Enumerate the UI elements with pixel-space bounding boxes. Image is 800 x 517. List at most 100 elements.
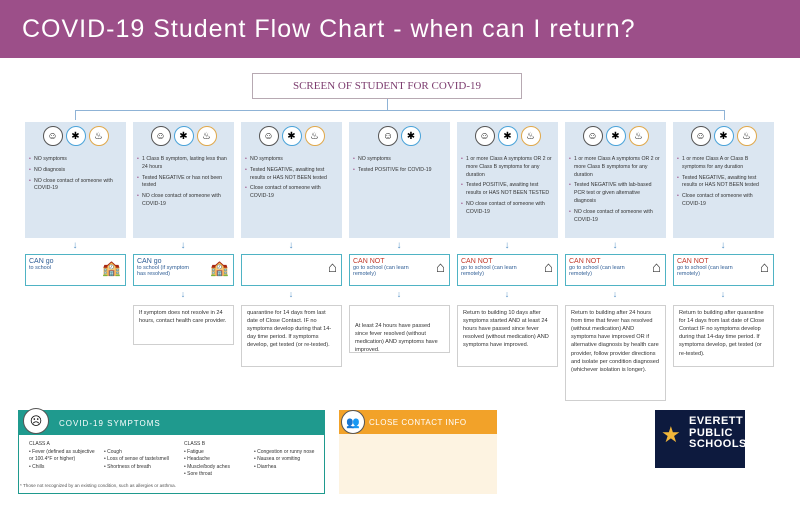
decision-main: CAN go <box>29 258 54 265</box>
people-icon: 👥 <box>341 410 365 434</box>
symptom-item: • Shortness of breath <box>104 463 151 470</box>
result-box-2: If symptom does not resolve in 24 hours,… <box>133 305 234 345</box>
arrow-down-icon: ↓ <box>288 289 294 299</box>
scenario-box-5: ☺ ✱ ♨ 1 or more Class A symptoms OR 2 or… <box>457 122 558 238</box>
scenario-box-1: ☺ ✱ ♨ NO symptoms NO diagnosis NO close … <box>25 122 126 238</box>
symptoms-note: * Those not recognized by an existing co… <box>20 483 176 488</box>
logo-line: PUBLIC <box>689 426 733 439</box>
decision-main: CAN go <box>137 258 162 265</box>
arrow-down-icon: ↓ <box>72 240 78 251</box>
fever-icon: ♨ <box>196 126 217 146</box>
logo-line: EVERETT <box>689 415 744 427</box>
result-box-7: Return to building after quarantine for … <box>673 305 774 367</box>
scenario-icons: ☺ ✱ ♨ <box>245 126 338 148</box>
list-item: Tested POSITIVE, awaiting test results o… <box>461 182 554 198</box>
school-icon: 🏫 <box>210 260 229 277</box>
class-b-col-1: CLASS B • Fatigue • Headache • Muscle/bo… <box>184 441 254 479</box>
list-item: 1 Class B symptom, lasting less than 24 … <box>137 156 230 172</box>
symptom-item: • Muscle/body aches <box>184 463 230 470</box>
symptom-item: • Diarrhea <box>254 463 277 470</box>
fever-icon: ♨ <box>304 126 325 146</box>
symptoms-body: CLASS A • Fever (defined as subjective o… <box>19 435 324 495</box>
symptom-item: • Fever (defined as subjective or 100.4°… <box>29 448 95 463</box>
decision-box-1: CAN go to school 🏫 <box>25 254 126 286</box>
list-item: NO symptoms <box>29 156 122 164</box>
connector-line <box>387 99 388 110</box>
list-item: Tested NEGATIVE or has not been tested <box>137 175 230 191</box>
result-box-4: At least 24 hours have passed since feve… <box>349 305 450 353</box>
decision-main: CAN NOT <box>461 258 493 265</box>
arrow-down-icon: ↓ <box>612 289 618 299</box>
class-a-col-1: CLASS A • Fever (defined as subjective o… <box>29 441 99 471</box>
arrow-down-icon: ↓ <box>180 289 186 299</box>
arrow-down-icon: ↓ <box>504 289 510 299</box>
home-icon: ⌂ <box>651 259 661 276</box>
symptom-item: • Cough <box>104 448 122 455</box>
list-item: Tested NEGATIVE, awaiting test results o… <box>677 175 770 191</box>
list-item: Tested NEGATIVE, awaiting test results o… <box>245 167 338 183</box>
decision-main: CAN NOT <box>353 258 385 265</box>
list-item: NO close contact of someone with COVID-1… <box>461 201 554 217</box>
symptoms-title: COVID-19 SYMPTOMS <box>19 411 324 435</box>
everett-public-schools-logo: ★ EVERETT PUBLIC SCHOOLS <box>655 410 746 468</box>
fever-icon: ♨ <box>520 126 541 146</box>
list-item: NO diagnosis <box>29 167 122 175</box>
scenario-box-2: ☺ ✱ ♨ 1 Class B symptom, lasting less th… <box>133 122 234 238</box>
decision-box-4: CAN NOT go to school (can learn remotely… <box>349 254 450 286</box>
decision-box-7: CAN NOT go to school (can learn remotely… <box>673 254 774 286</box>
list-item: NO close contact of someone with COVID-1… <box>569 209 662 225</box>
arrow-down-icon: ↓ <box>288 240 294 251</box>
scenario-icons: ☺ ✱ <box>353 126 446 148</box>
decision-box-2: CAN go to school (if symptom has resolve… <box>133 254 234 286</box>
list-item: NO symptoms <box>245 156 338 164</box>
decision-main: CAN NOT <box>677 258 709 265</box>
arrow-down-icon: ↓ <box>180 240 186 251</box>
list-item: 1 or more Class A or Class B symptoms fo… <box>677 156 770 172</box>
scenario-icons: ☺ ✱ ♨ <box>677 126 770 148</box>
home-icon: ⌂ <box>327 259 337 276</box>
decision-sub: go to school (can learn remotely) <box>677 265 733 277</box>
symptom-item: • Sore throat <box>184 471 212 477</box>
symptom-item: • Congestion or runny nose <box>254 448 315 455</box>
arrow-down-icon: ↓ <box>612 240 618 251</box>
symptom-item: • Nausea or vomiting <box>254 456 301 462</box>
arrow-down-icon: ↓ <box>396 289 402 299</box>
arrow-down-icon: ↓ <box>396 240 402 251</box>
scenario-box-3: ☺ ✱ ♨ NO symptoms Tested NEGATIVE, await… <box>241 122 342 238</box>
home-icon: ⌂ <box>759 259 769 276</box>
decision-box-3: ⌂ <box>241 254 342 286</box>
list-item: Tested POSITIVE for COVID-19 <box>353 167 446 175</box>
scenario-box-6: ☺ ✱ ♨ 1 or more Class A symptoms OR 2 or… <box>565 122 666 238</box>
scenario-icons: ☺ ✱ ♨ <box>461 126 554 148</box>
screen-student-box: SCREEN OF STUDENT FOR COVID-19 <box>252 73 522 99</box>
list-item: Tested NEGATIVE with lab-based PCR test … <box>569 182 662 205</box>
result-box-5: Return to building 10 days after symptom… <box>457 305 558 367</box>
symptom-item: • Fatigue <box>184 448 204 455</box>
home-icon: ⌂ <box>543 259 553 276</box>
result-box-6: Return to building after 24 hours from t… <box>565 305 666 401</box>
symptom-item: • Loss of sense of taste/smell <box>104 456 169 462</box>
arrow-down-icon: ↓ <box>720 240 726 251</box>
class-a-label: CLASS A <box>29 441 50 447</box>
list-item: 1 or more Class A symptoms OR 2 or more … <box>569 156 662 179</box>
list-item: NO close contact of someone with COVID-1… <box>29 178 122 194</box>
face-icon: ☺ <box>690 126 711 146</box>
decision-sub: to school <box>29 265 52 271</box>
sick-face-icon: ☹ <box>23 408 49 434</box>
decision-sub: go to school (can learn remotely) <box>353 265 409 277</box>
decision-box-5: CAN NOT go to school (can learn remotely… <box>457 254 558 286</box>
virus-icon: ✱ <box>173 126 194 146</box>
symptoms-panel: COVID-19 SYMPTOMS ☹ CLASS A • Fever (def… <box>18 408 325 495</box>
face-icon: ☺ <box>582 126 603 146</box>
fever-icon: ♨ <box>736 126 757 146</box>
list-item: Close contact of someone with COVID-19 <box>677 193 770 209</box>
scenario-box-4: ☺ ✱ NO symptoms Tested POSITIVE for COVI… <box>349 122 450 238</box>
face-icon: ☺ <box>42 126 63 146</box>
scenario-box-7: ☺ ✱ ♨ 1 or more Class A or Class B sympt… <box>673 122 774 238</box>
list-item: NO symptoms <box>353 156 446 164</box>
face-icon: ☺ <box>378 126 398 146</box>
virus-icon: ✱ <box>65 126 86 146</box>
close-contact-panel: CLOSE CONTACT INFO 👥 <box>339 410 497 494</box>
virus-icon: ✱ <box>281 126 302 146</box>
star-figure-icon: ★ <box>661 422 681 447</box>
